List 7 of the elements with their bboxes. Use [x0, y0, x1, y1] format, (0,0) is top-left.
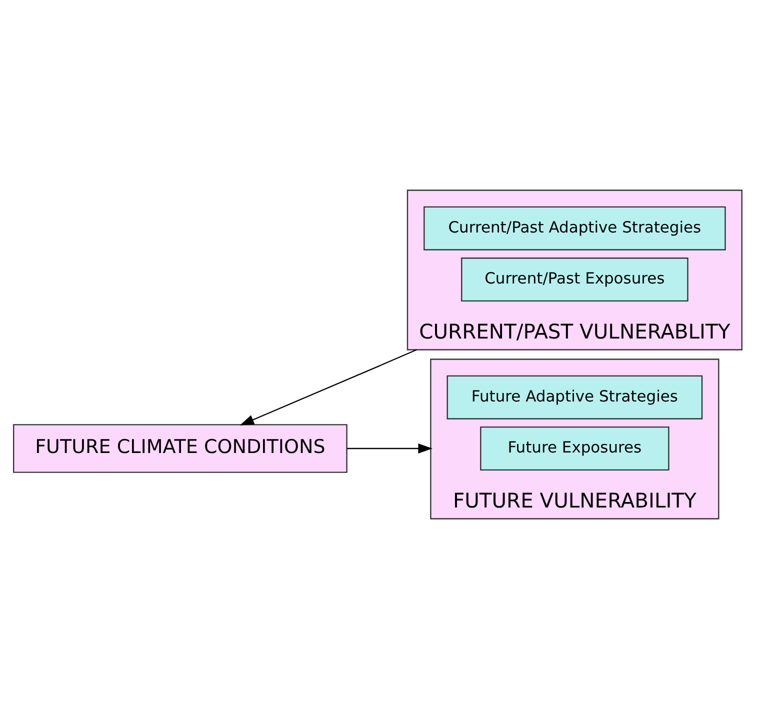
- arrow: [347, 443, 432, 454]
- node-box: Future Adaptive Strategies: [446, 374, 703, 419]
- node-box: Current/Past Adaptive Strategies: [424, 206, 726, 250]
- node-box: FUTURE CLIMATE CONDITIONS: [13, 424, 348, 472]
- node-box: Future Exposures: [480, 426, 670, 470]
- arrow: [240, 348, 417, 425]
- node-box: Current/Past Exposures: [461, 257, 688, 302]
